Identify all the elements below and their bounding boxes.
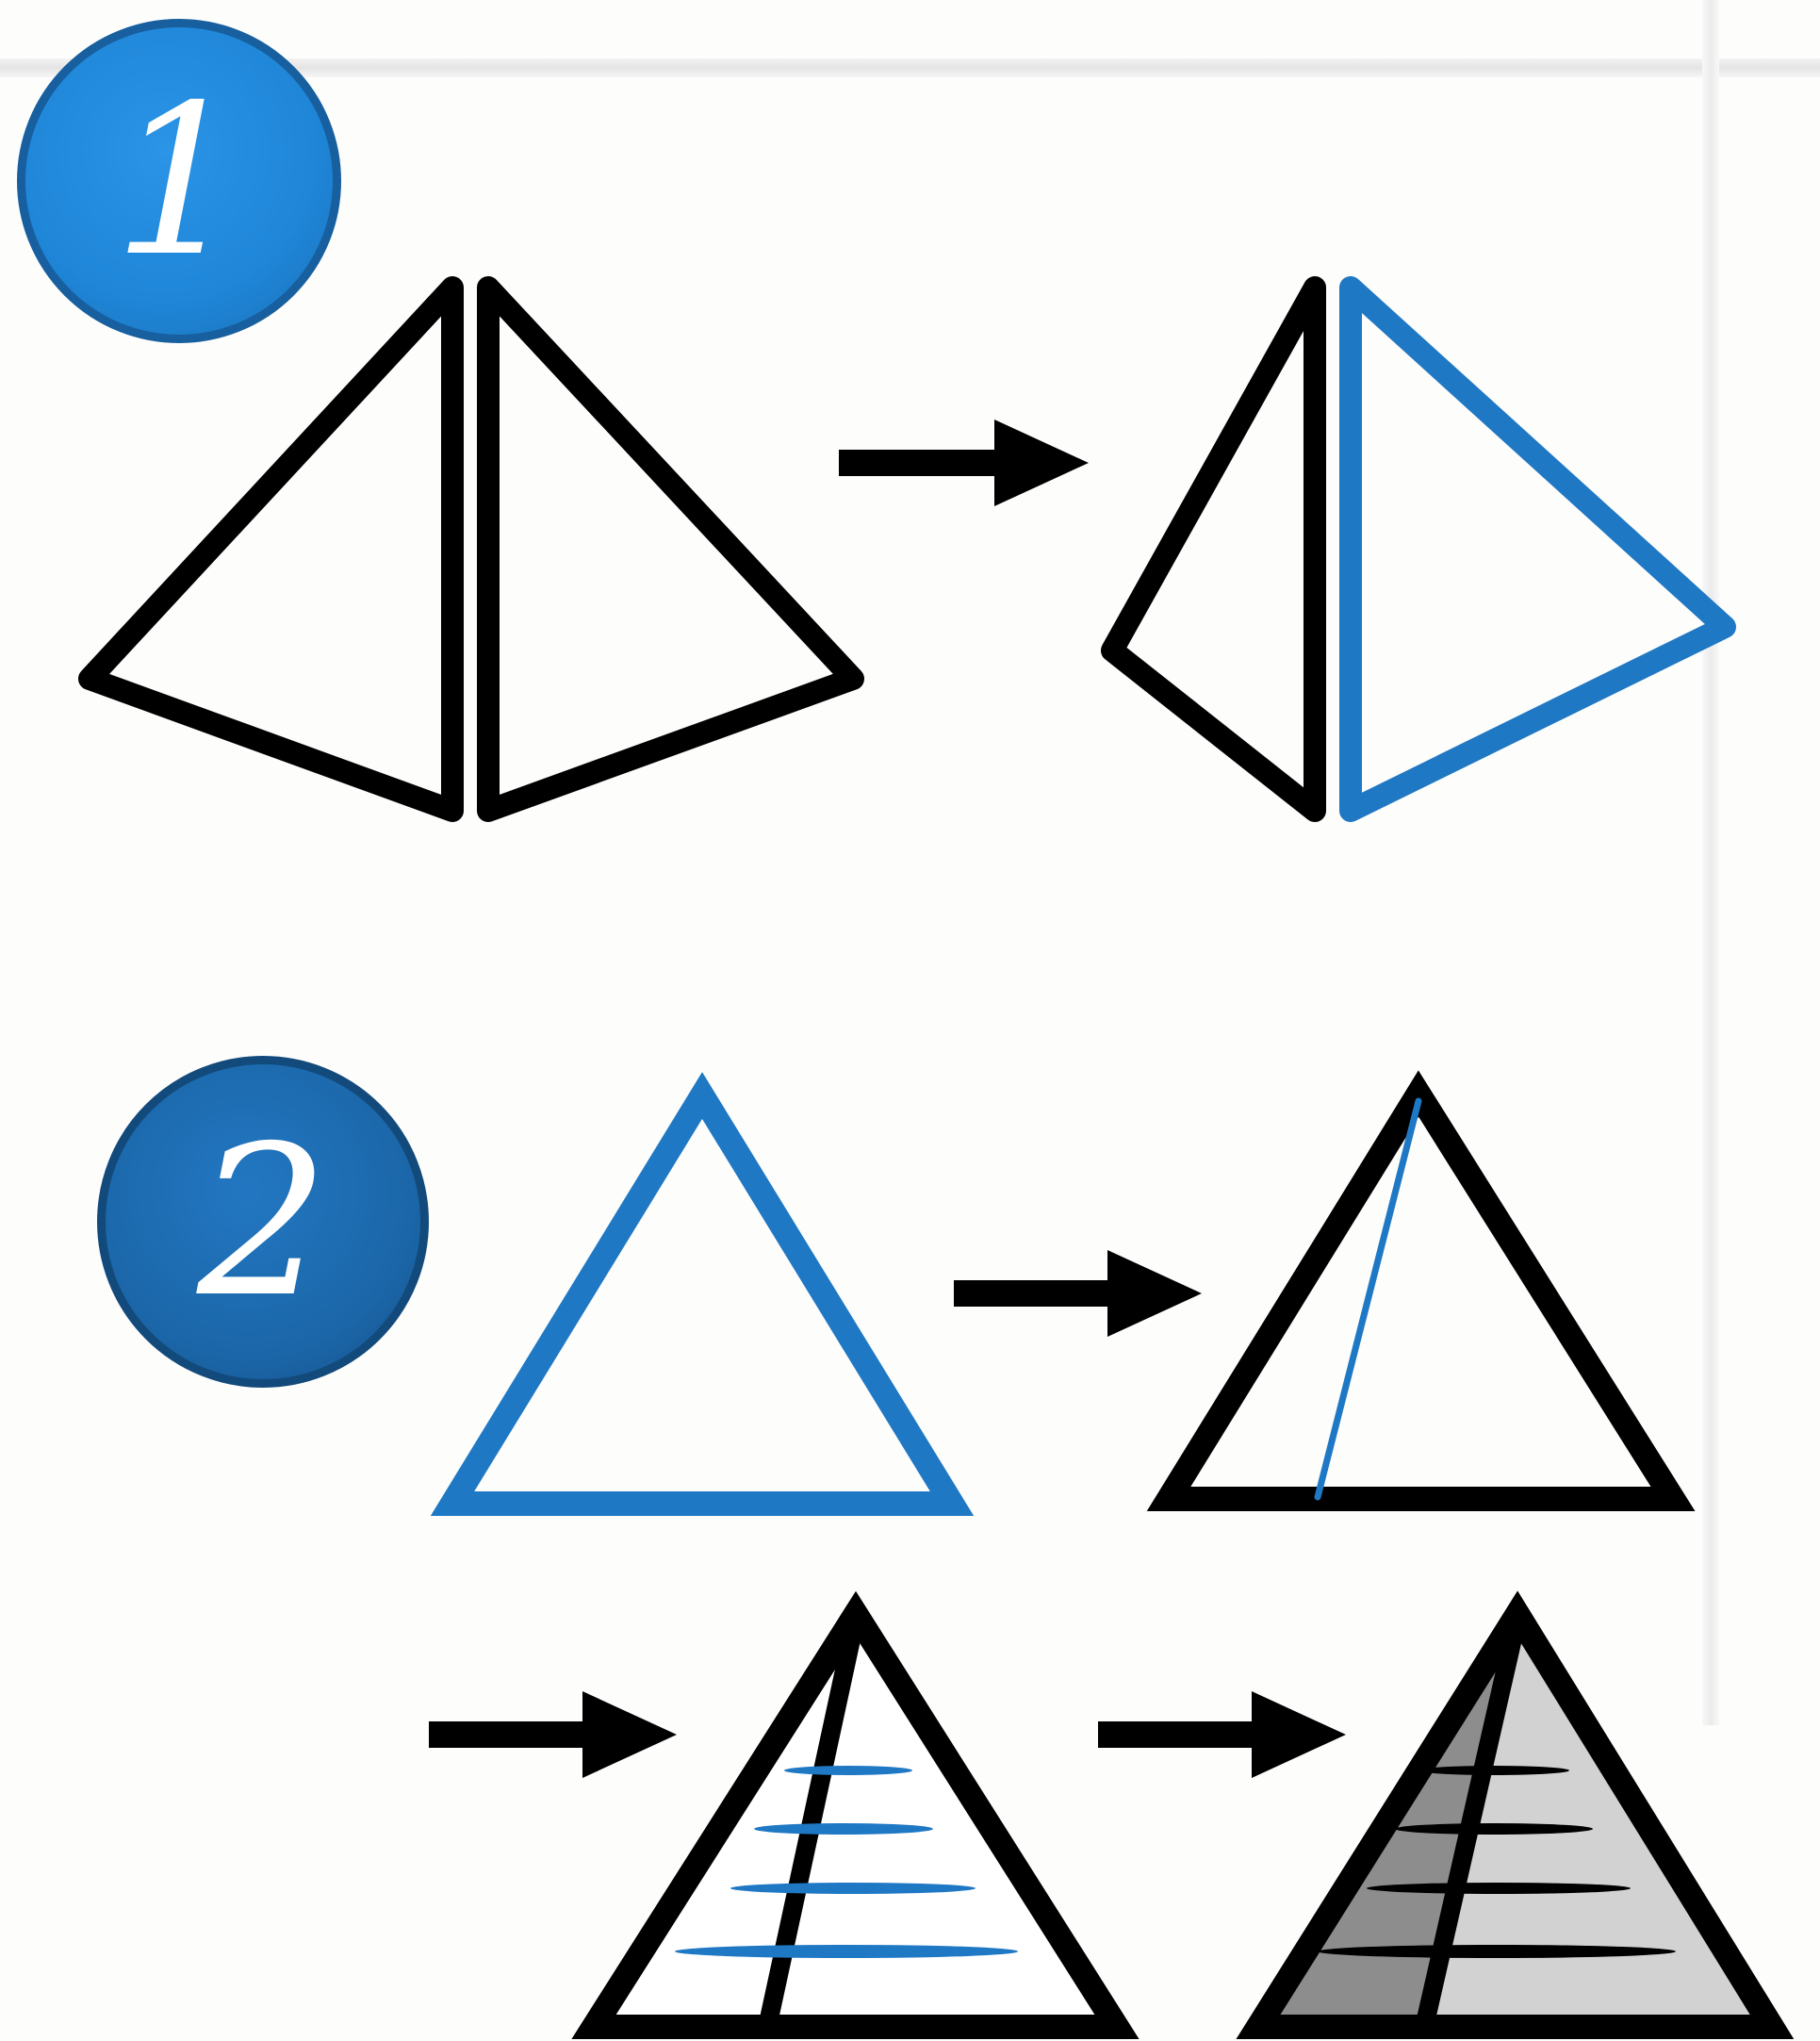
step-1-left-face <box>90 288 452 811</box>
step-2-blue-triangle <box>452 1095 952 1504</box>
step-1-drawing <box>90 288 853 811</box>
arrow-right-icon <box>429 1691 677 1778</box>
step-1-right-face <box>488 288 853 811</box>
step-1-result-left-face <box>1112 288 1315 811</box>
step-2-drawing <box>452 1095 952 1504</box>
arrow-right-icon <box>839 420 1089 506</box>
step-1-result-right-face <box>1351 288 1725 811</box>
step-2-shaded-pyramid <box>1258 1614 1772 2027</box>
step-2-striped-triangle <box>594 1614 1117 2027</box>
arrow-right-icon <box>1098 1691 1346 1778</box>
step-2-triangle-with-stripes <box>594 1614 1117 2027</box>
step-1-result <box>1112 288 1725 811</box>
arrow-right-icon <box>954 1250 1202 1337</box>
step-2-outline-triangle <box>1169 1094 1673 1499</box>
step-2-triangle-with-edge <box>1169 1094 1673 1499</box>
